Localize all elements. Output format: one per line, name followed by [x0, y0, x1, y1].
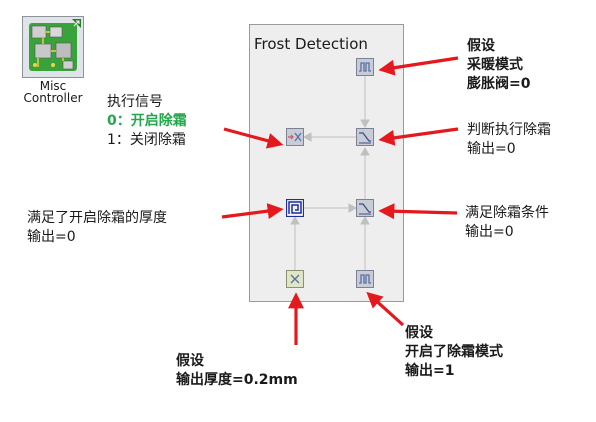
pulse-wave-icon — [356, 270, 374, 288]
x-input-icon — [286, 270, 304, 288]
controller-label-line1: Misc — [39, 79, 67, 93]
controller-label-line2: Controller — [23, 91, 83, 105]
assume-defrost-line1: 假设 — [405, 325, 433, 341]
execute-signal-option-0: 0：开启除霜 — [107, 113, 187, 129]
judge-line2: 输出=0 — [467, 141, 516, 157]
condition-met-line1: 满足除霜条件 — [465, 205, 549, 221]
thickness-met-note: 满足了开启除霜的厚度 输出=0 — [27, 209, 167, 247]
frost-detection-panel[interactable] — [249, 24, 404, 302]
thickness-met-line2: 输出=0 — [27, 229, 76, 245]
arrow-judge — [378, 127, 459, 146]
ramp-icon — [356, 128, 374, 146]
defrost-output-block[interactable] — [286, 128, 304, 146]
assume-defrost-mode-note: 假设 开启了除霜模式 输出=1 — [405, 324, 503, 381]
defrost-condition-block[interactable] — [356, 199, 374, 217]
assume-defrost-line3: 输出=1 — [405, 363, 455, 379]
defrost-judge-note: 判断执行除霜 输出=0 — [467, 121, 551, 159]
assume-heat-line2: 采暖模式 — [467, 57, 523, 73]
defrost-mode-constant-block[interactable] — [356, 270, 374, 288]
assume-heat-mode-note: 假设 采暖模式 膨胀阀=0 — [467, 37, 530, 94]
judge-line1: 判断执行除霜 — [467, 122, 551, 138]
arrow-heat-mode — [378, 56, 459, 76]
execute-signal-option-1: 1：关闭除霜 — [107, 132, 186, 148]
assume-thickness-line1: 假设 — [176, 353, 204, 369]
x-output-icon — [286, 128, 304, 146]
thickness-input-block[interactable] — [286, 270, 304, 288]
pulse-wave-icon — [356, 58, 374, 76]
misc-controller-icon[interactable] — [22, 16, 84, 78]
square-spiral-icon — [286, 199, 304, 217]
assume-defrost-line2: 开启了除霜模式 — [405, 344, 503, 360]
thickness-met-line1: 满足了开启除霜的厚度 — [27, 210, 167, 226]
misc-controller-label: Misc Controller — [10, 80, 96, 104]
condition-met-note: 满足除霜条件 输出=0 — [465, 204, 549, 242]
execute-signal-title: 执行信号 — [107, 94, 163, 110]
arrow-defrost-mode — [366, 291, 405, 327]
heat-mode-constant-block[interactable] — [356, 58, 374, 76]
condition-met-line2: 输出=0 — [465, 224, 514, 240]
assume-heat-line1: 假设 — [467, 38, 495, 54]
frost-thickness-compare-block[interactable] — [286, 199, 304, 217]
arrow-condition-met — [378, 203, 458, 220]
execute-signal-note: 执行信号 0：开启除霜 1：关闭除霜 — [107, 93, 187, 150]
assume-thickness-line2: 输出厚度=0.2mm — [176, 372, 298, 388]
assume-heat-line3: 膨胀阀=0 — [467, 76, 531, 92]
arrow-execute-signal — [223, 127, 284, 149]
block-connectors — [290, 75, 370, 271]
defrost-judge-block[interactable] — [356, 128, 374, 146]
ramp-icon — [356, 199, 374, 217]
panel-title: Frost Detection — [254, 35, 368, 53]
arrow-thickness-met — [221, 203, 284, 220]
assume-thickness-note: 假设 输出厚度=0.2mm — [176, 352, 298, 390]
